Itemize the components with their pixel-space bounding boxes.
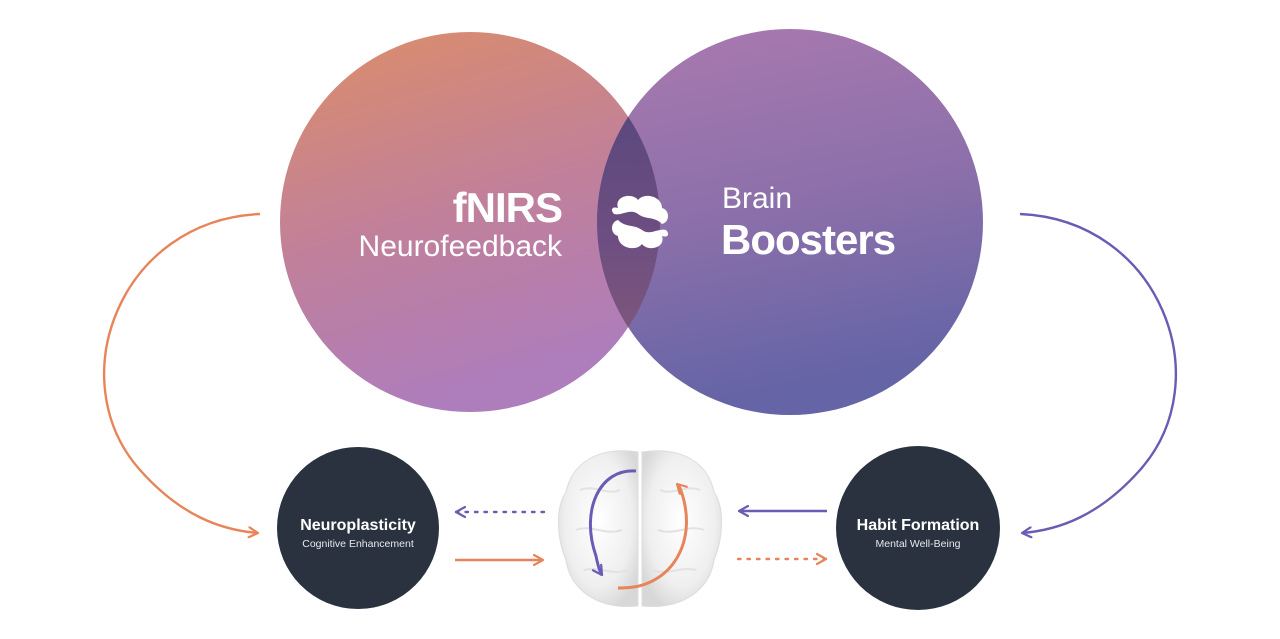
habit-formation-subtitle: Mental Well-Being bbox=[875, 538, 960, 550]
fnirs-subtitle: Neurofeedback bbox=[359, 230, 563, 263]
habit-formation-node: Habit Formation Mental Well-Being bbox=[836, 446, 1000, 610]
purple-loop-arrow bbox=[1019, 212, 1177, 533]
neuroplasticity-subtitle: Cognitive Enhancement bbox=[302, 538, 414, 550]
cycle-arrow-orange bbox=[617, 484, 686, 590]
brain-label: Brain bbox=[722, 182, 792, 215]
fnirs-title: fNIRS bbox=[453, 184, 562, 231]
brain-boosters-circle bbox=[597, 29, 983, 415]
fnirs-circle bbox=[280, 32, 660, 412]
neuroplasticity-title: Neuroplasticity bbox=[300, 517, 416, 534]
cycle-arrow-purple bbox=[588, 469, 637, 575]
brain-image bbox=[558, 450, 722, 608]
boosters-label: Boosters bbox=[721, 216, 895, 263]
brain-boosters-logo-icon bbox=[611, 195, 669, 249]
habit-formation-title: Habit Formation bbox=[857, 517, 980, 534]
neuroplasticity-node: Neuroplasticity Cognitive Enhancement bbox=[277, 447, 439, 609]
orange-loop-arrow bbox=[103, 212, 261, 533]
